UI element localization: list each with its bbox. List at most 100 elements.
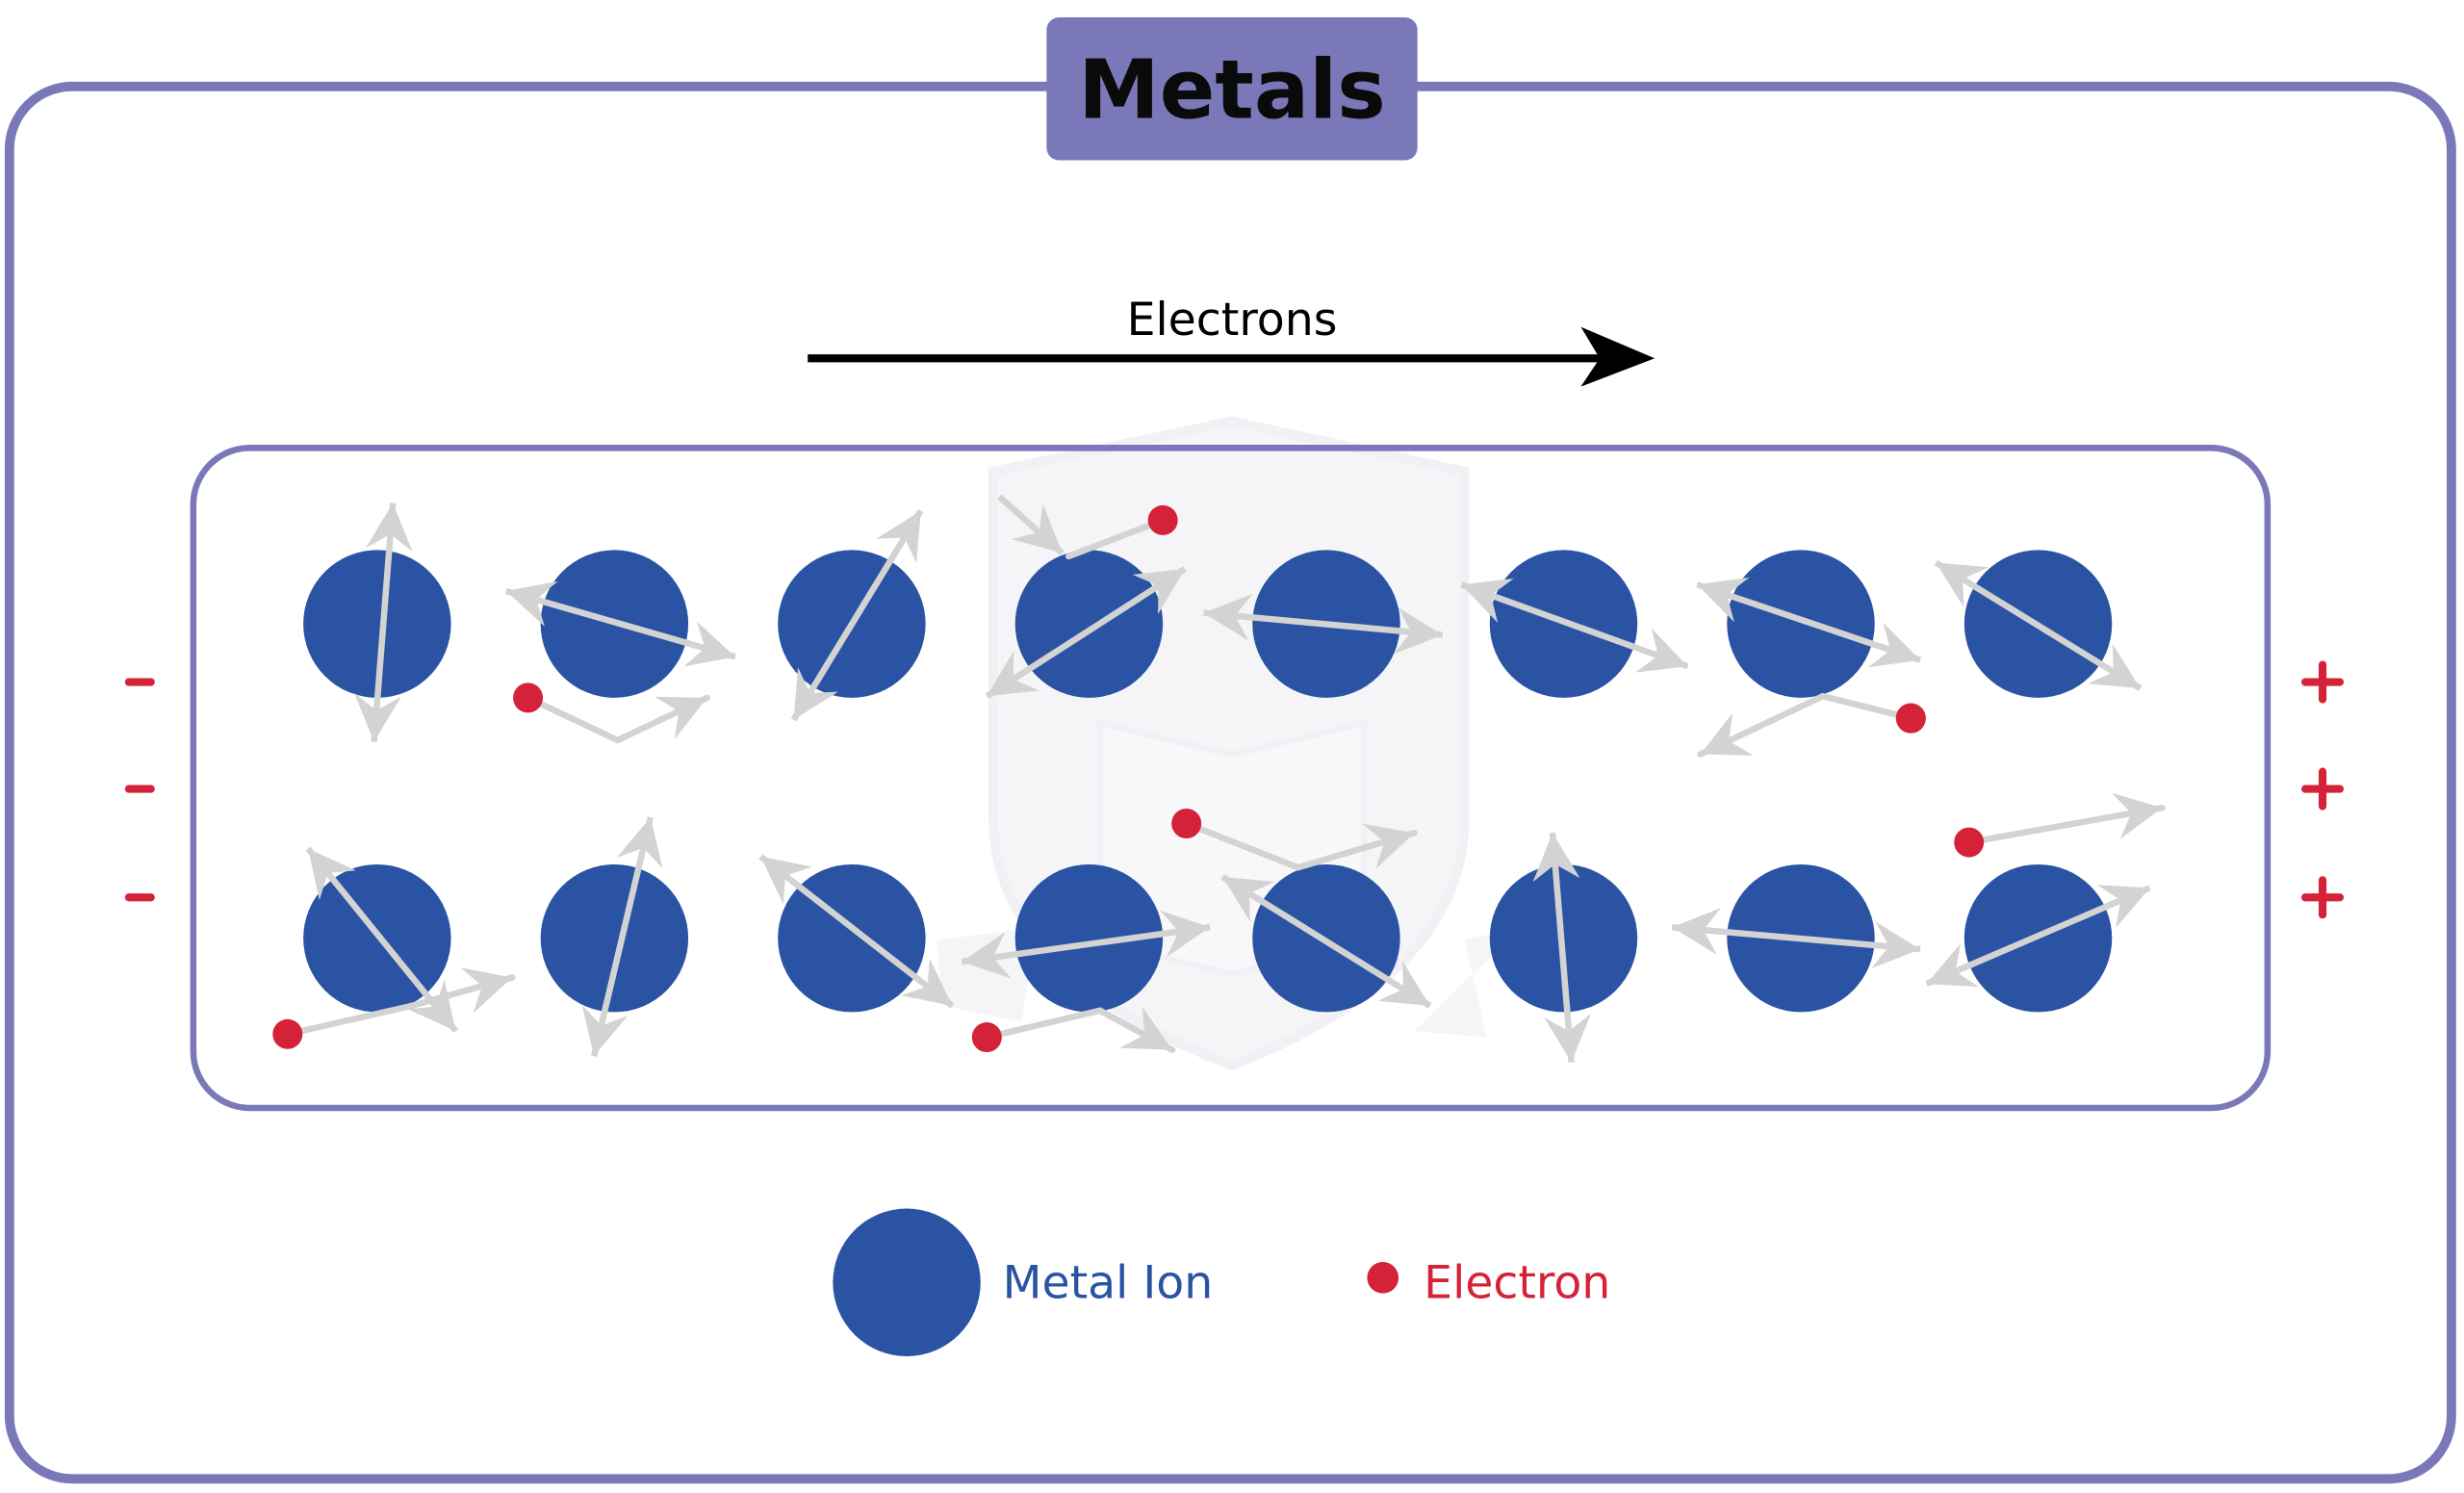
arrow-shaft [1925, 885, 2151, 988]
metal-ion [1727, 550, 1875, 698]
arrowhead-icon [616, 816, 663, 869]
electron-path-segment [1965, 804, 2166, 846]
page-title: Metals [1078, 42, 1385, 138]
free-electron [1147, 504, 1178, 535]
arrowhead-icon [407, 979, 456, 1032]
electron-flow-indicator: Electrons [808, 294, 1656, 387]
free-electrons [272, 504, 1985, 1053]
arrowhead-icon [2088, 643, 2141, 689]
electron-path [1965, 792, 2166, 846]
legend: Metal Ion Electron [833, 1208, 1610, 1356]
electron-path [1697, 692, 1827, 758]
free-electron [971, 1022, 1002, 1053]
arrow-shaft [790, 508, 924, 722]
title-badge-bg [1046, 16, 1418, 161]
legend-electron-swatch [1367, 1262, 1399, 1294]
metal-ions [303, 494, 2151, 1063]
plus-sign-icon [2301, 660, 2345, 704]
free-electron [272, 1018, 303, 1049]
vibration-arrow [1696, 577, 1922, 668]
arrowhead-icon [1362, 823, 1415, 869]
vibration-arrow [581, 816, 663, 1057]
free-electron [1895, 703, 1926, 734]
arrow-shaft [371, 502, 397, 742]
electron-path [408, 967, 516, 1014]
electron-path-segment [1819, 692, 1914, 722]
arrow-shaft [961, 924, 1211, 965]
arrowhead-icon [1119, 1006, 1172, 1050]
electron-path [614, 694, 710, 744]
arrowhead-icon [1544, 1013, 1592, 1063]
free-electron [513, 682, 544, 713]
vibration-arrow [1460, 578, 1689, 673]
arrowhead-icon [2096, 885, 2150, 929]
arrowhead-icon [1160, 910, 1211, 958]
vibration-arrow [997, 494, 1065, 556]
arrowhead-icon [1700, 712, 1754, 756]
electron-path [1096, 1006, 1176, 1053]
arrowhead-icon [1871, 921, 1921, 969]
metal-ion [1014, 550, 1164, 698]
arrow-shaft [1220, 874, 1432, 1009]
arrow-shaft [1460, 581, 1689, 670]
electron-path-segment [284, 1002, 416, 1038]
arrow-shaft [590, 816, 654, 1057]
arrowhead-icon [1635, 628, 1688, 673]
arrowhead-icon [2111, 792, 2163, 839]
legend-ion-swatch [833, 1208, 981, 1356]
arrow-shaft [504, 587, 736, 660]
arrowhead-icon [1377, 961, 1430, 1006]
metal-ion [540, 863, 689, 1013]
arrowhead-icon [1867, 622, 1921, 668]
electron-path-segment [1183, 820, 1301, 871]
arrowhead-icon [365, 502, 413, 553]
vibration-arrow [1203, 593, 1444, 655]
metal-ion [303, 550, 451, 698]
arrowhead-icon [354, 692, 401, 742]
vibration-arrow [354, 502, 413, 742]
vibration-arrow [1220, 874, 1432, 1009]
arrowhead-icon [1203, 593, 1253, 641]
arrowhead-icon [460, 967, 513, 1014]
arrowhead-icon [581, 1004, 629, 1057]
electron-path [284, 1002, 416, 1038]
arrowhead-icon [1697, 577, 1750, 623]
electron-paths [284, 517, 2166, 1053]
plus-sign-icon [2301, 767, 2345, 811]
flow-arrow-head [1580, 326, 1656, 387]
electron-path [1183, 820, 1301, 871]
positive-terminal [2301, 660, 2345, 919]
arrowhead-icon [1011, 503, 1063, 553]
vibration-arrow [758, 854, 955, 1009]
plus-sign-icon [2301, 876, 2345, 919]
vibration-arrow [985, 566, 1187, 700]
arrowhead-icon [683, 621, 736, 667]
legend-electron-label: Electron [1424, 1257, 1610, 1310]
vibration-arrow [790, 508, 924, 722]
legend-ion-label: Metal Ion [1003, 1257, 1214, 1310]
flow-label: Electrons [1127, 294, 1338, 347]
electron-path [984, 1007, 1104, 1041]
lattice-box [190, 445, 2272, 1112]
arrowhead-icon [308, 848, 356, 901]
vibration-arrow [1532, 833, 1592, 1063]
arrow-shaft [985, 566, 1187, 700]
arrowhead-icon [760, 856, 812, 905]
arrowhead-icon [962, 932, 1013, 979]
electron-path-segment [1065, 517, 1167, 560]
vibration-arrow [1925, 885, 2151, 988]
arrowhead-icon [1926, 943, 1980, 988]
arrowhead-icon [1132, 569, 1186, 615]
electron-path [1819, 692, 1914, 722]
vibration-arrow [1934, 559, 2143, 691]
arrowhead-icon [1393, 606, 1443, 655]
electron-path [1065, 517, 1167, 560]
arrowhead-icon [900, 958, 953, 1006]
electron-path-segment [525, 694, 621, 744]
vibration-arrow [961, 910, 1211, 979]
arrowhead-icon [1222, 877, 1275, 922]
electron-path-segment [984, 1007, 1104, 1041]
free-electron [1954, 827, 1985, 858]
arrowhead-icon [1461, 578, 1514, 624]
